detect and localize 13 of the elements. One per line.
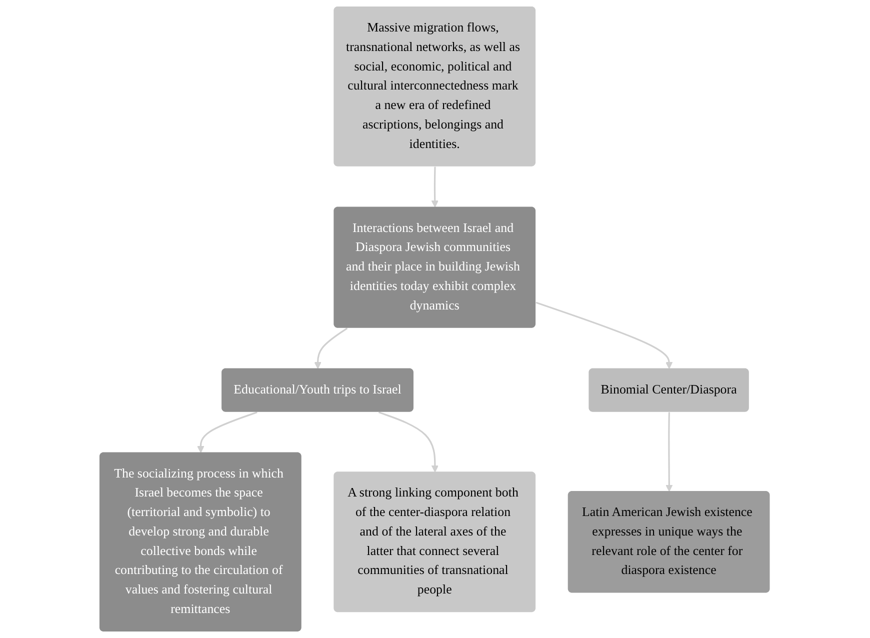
arrow <box>432 166 439 208</box>
node-box: A strong linking component both of the center-diaspora relation and of the lateral axes of the latter that connect several communities of transnational people <box>334 472 536 612</box>
arrow <box>536 302 674 369</box>
arrow <box>666 412 674 492</box>
node-box: Binomial Center/Diaspora <box>589 368 750 412</box>
node-box: Massive migration flows, transnational networks, as well as social, economic, political and cultural interconnectedness mark a new era of redefined ascriptions, belongings and identities. <box>334 6 536 166</box>
node-box: Educational/Youth trips to Israel <box>222 368 414 412</box>
arrow <box>314 328 348 369</box>
arrow <box>198 412 258 453</box>
arrow <box>378 412 439 472</box>
node-box: Latin American Jewish existence expresses in unique ways the relevant role of the center for diaspora existence <box>568 491 770 593</box>
node-box: The socializing process in which Israel becomes the space (territorial and symbolic) to develop strong and durable collective bonds while contributing to the circulation of values and fostering cultural remittances <box>100 452 302 632</box>
node-box: Interactions between Israel and Diaspora Jewish communities and their place in building Jewish identities today exhibit complex dynamics <box>334 206 536 328</box>
